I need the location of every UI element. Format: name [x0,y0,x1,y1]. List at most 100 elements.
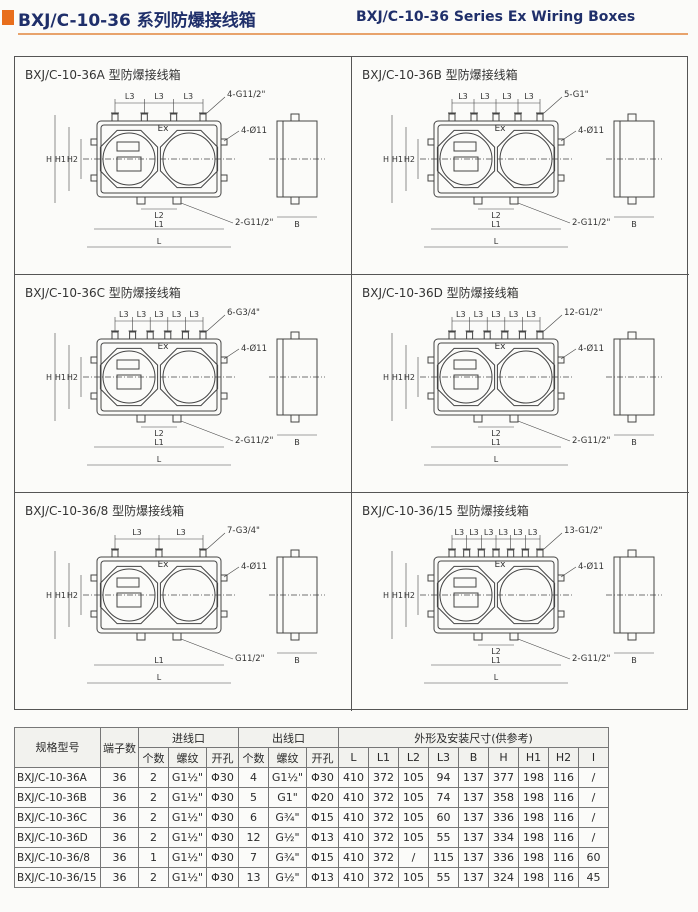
title-en: BXJ/C-10-36 Series Ex Wiring Boxes [356,9,636,25]
top-spec-label: 5-G1" [564,90,589,100]
table-cell: 2 [138,827,169,848]
top-spec-label: 7-G3/4" [227,526,260,536]
table-cell: / [578,807,609,828]
dim-label-l: L [157,455,162,464]
table-cell: / [398,847,429,868]
leader-line [223,566,240,578]
header-dims: 外形及安装尺寸(供参考) [338,727,609,748]
dim-label-h: H1 [392,155,403,164]
sub-thread: 螺纹 [268,747,307,768]
ex-mark: Ex [157,560,169,570]
dim-label-l3: L3 [526,310,536,319]
nameplate [453,374,479,390]
table-cell: G1½" [168,847,207,868]
leader-line [517,420,571,442]
top-gland [448,331,456,340]
mounting-ear [90,356,98,364]
dim-col-header: B [458,747,489,768]
sub-hole: 开孔 [306,747,339,768]
bottom-gland [473,632,483,641]
header-terminals: 端子数 [100,727,139,768]
leader-line [543,314,563,332]
bottom-gland [473,414,483,423]
table-cell: Φ30 [206,827,239,848]
table-cell: 115 [428,847,459,868]
bottom-spec-label: 2-G11/2" [235,436,273,446]
table-cell: Φ15 [306,847,339,868]
top-spec-label: 12-G1/2" [564,308,602,318]
dim-label-l3: L3 [176,528,186,537]
cover-right-octagon [159,129,219,189]
table-cell: 7 [238,847,269,868]
dim-label-l3: L3 [137,310,147,319]
top-gland [536,331,544,340]
table-cell: G1½" [268,767,307,788]
table-cell: 60 [428,807,459,828]
top-gland [164,331,172,340]
table-cell: 410 [338,847,369,868]
mounting-ear [90,138,98,146]
top-gland [483,331,491,340]
header-accent-square [2,10,14,25]
bottom-spec-label: G11/2" [235,654,265,664]
nameplate [116,592,142,608]
top-gland [140,113,148,122]
top-spec-label: 6-G3/4" [227,308,260,318]
dim-label-b: B [294,438,300,447]
table-cell: 410 [338,787,369,808]
table-header-row: 规格型号 端子数 进线口 出线口 外形及安装尺寸(供参考) [14,727,609,768]
mounting-ear [427,138,435,146]
header-model: 规格型号 [14,727,101,768]
table-cell: 198 [518,807,549,828]
bottom-gland [473,196,483,205]
table-cell: 198 [518,767,549,788]
dim-label-h: H2 [404,591,415,600]
dim-label-l3: L3 [456,310,466,319]
bottom-gland [509,414,519,423]
top-spec-label: 4-G11/2" [227,90,265,100]
dim-label-h: H [46,373,52,382]
panel-title: BXJ/C-10-36/8 型防爆接线箱 [25,504,185,518]
table-cell: G1½" [168,827,207,848]
table-cell: 198 [518,847,549,868]
dim-label-l3: L3 [491,310,501,319]
bottom-spec-label: 2-G11/2" [572,218,610,228]
table-cell: 5 [238,787,269,808]
mounting-ear [557,610,565,618]
mounting-ear [90,174,98,182]
dim-label-l3: L3 [184,92,194,101]
table-cell: 4 [238,767,269,788]
table-cell: G½" [268,867,307,888]
drawing-lines [391,532,662,684]
dim-label-l3: L3 [502,92,512,101]
table-cell: 45 [578,867,609,888]
table-cell: 13 [238,867,269,888]
model-cell: BXJ/C-10-36/15 [14,867,101,888]
top-gland [448,549,456,558]
drawing-lines [391,96,662,248]
leader-line [560,348,577,360]
table-cell: G1½" [168,807,207,828]
leader-line [180,420,234,442]
table-cell: 198 [518,867,549,888]
table-cell: 74 [428,787,459,808]
top-gland [155,549,163,558]
mounting-ear [557,174,565,182]
sub-hole: 开孔 [206,747,239,768]
dim-label-l3: L3 [189,310,199,319]
table-cell: 2 [138,767,169,788]
dim-label-l: L [494,237,499,246]
cover-right-octagon [159,565,219,625]
dim-label-h: H [46,591,52,600]
nameplate [453,592,479,608]
table-cell: 372 [368,847,399,868]
table-cell: Φ30 [306,767,339,788]
table-cell: Φ13 [306,867,339,888]
dim-label-b: B [294,656,300,665]
side-gland [627,632,637,641]
mounting-ear [220,174,228,182]
dim-label-l3: L3 [474,310,484,319]
table-cell: 105 [398,867,429,888]
